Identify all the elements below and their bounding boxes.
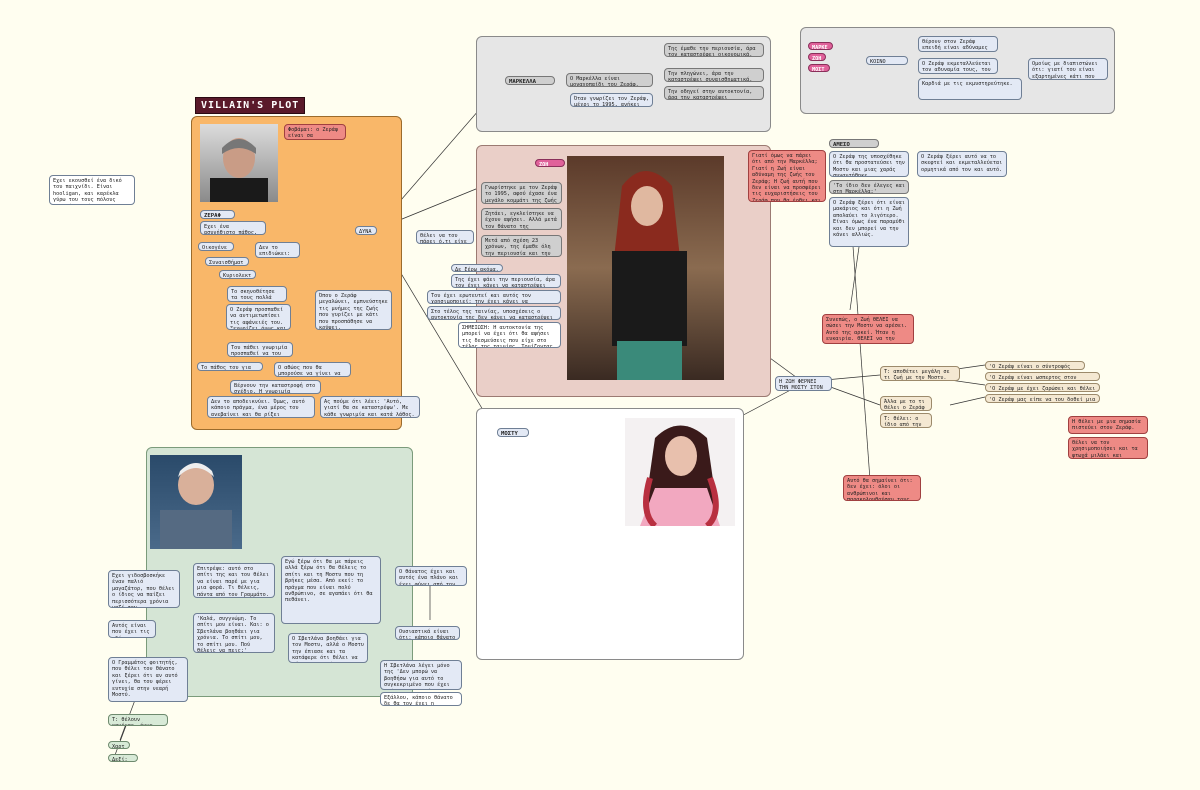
zoi-7: Του έχει ερωτευτεί και αυτός τον χρησιμο… [427,290,561,304]
old-10: Η Σβετλάνα λέγει μόνο της 'Δεν μπορώ να … [380,660,462,690]
marcella-label[interactable]: ΜΑΡΚΕΛΛΑ (~/60) [505,76,555,85]
old-6: Εγώ ξέρω ότι θα με πάρεις αλλά ξέρω ότι … [281,556,381,624]
mosty-7: Τ: θέλει: ο ίδιο από την Μοστυ. [880,413,932,428]
zeraf-f: Ο Ζεράφ προσπαθεί να αντιμετωπίσει τις α… [226,304,291,330]
zeraf-l: Δεν το αποδεικνύει. Όμως, αυτό κάποιο πρ… [207,396,315,418]
backstory-1: Γιατί όμως να πάρει ότι από την Μαρκέλλα… [748,150,826,202]
zoi-photo [567,156,724,380]
zoi-label[interactable]: ΖΩΗ (45) [535,159,565,167]
zeraf-m: Ας πούμε ότι λέει: 'Αυτό, γιατί θα σε κα… [320,396,420,418]
legend-common: ΚΟΙΝΟ ΣΤΟΙΧΕΙΟ [866,56,908,65]
mosty-3: 'Ο Ζεράφ είναι ωσπερτος στον κόσμο. Αν π… [985,372,1100,381]
old-11: Εξάλλου, κάποιο θάνατο δε θα τον έχει η … [380,692,462,706]
mosty-2: 'Ο Ζεράφ είναι ο σύντροφός μου.' [985,361,1085,370]
zeraf-e: Το σκηνοθέτησε τα τους πολλά που θα συνε… [227,286,287,302]
legend-zoi: ΖΩΗ [808,53,826,61]
mosty-8: Η θέλει με μια σημασία πιστεύει στον Ζερ… [1068,416,1148,434]
zeraf-photo [200,124,278,202]
zeraf-j: Ο αθώος που θα μπορούσε να γίνει να τον … [274,362,351,377]
legend-1: Θέρονν στον Ζεράφ επειδή είναι αδύναμες … [918,36,998,52]
old-1: Εχει γιδοσβοσκήκε έναν παλιό μαγαζάτορ, … [108,570,180,608]
zeraf-label[interactable]: ΖΕΡΑΦ (60) [200,210,235,219]
zeraf-family: Οικογένεια [198,242,234,251]
zeraf-desc: Εχει ένα ασυνήθιστο πάθος, και θέλει να … [200,221,266,235]
old-2: Αυτός είναι που έχει τις ιδέες και την α… [108,620,156,638]
zoi-5: Δε ξέρω ακόμα. [451,264,503,272]
marcella-5: Την οδηγεί στην αυτοκτονία, άρα την κατα… [664,86,764,100]
meet-node[interactable]: Η ΖΩΗ ΦΕΡΝΕΙ ΤΗΝ ΜΟΣΤΥ ΣΤΟΝ ΖΕΡΑΦ. [775,376,832,391]
backstory-3: Ο Ζεράφ ξέρει αυτό να το σκεφτεί και εκμ… [917,151,1007,177]
zoi-8: Στο τέλος της ταινίας, υποσχέσεις ο αυτο… [427,306,561,320]
page-title: VILLAIN'S PLOT [195,97,306,114]
old-14: Δεξί: Χαρτάκι [108,754,138,762]
marcella-3: Την πληγώνει, άρα την καταστρέφει συναισ… [664,68,764,82]
marcella-2: Της έμαθε την περιουσία, άρα τον καταστρ… [664,43,764,57]
zeraf-h: Του πάθει γνωριμία προσπαθεί να του κάνε… [227,342,293,357]
zoi-2: Ζητάει, εγκλείστηκε να έχουν αφήσει. Αλλ… [481,208,562,230]
old-9: Ουσιαστικά είναι ότι: κάποιο θάνατο δεν … [395,626,460,640]
legend-3: Καρδιά με τις εκμυστηρεύτηκε. [918,78,1022,100]
old-12: Τ: θέλουν κανένας, όμως, από εκείνους. [108,714,168,726]
zeraf-k: Βέρνουν την καταστροφή στο σχέδιο. Η γνω… [230,380,321,394]
legend-mosty: ΜΟΣΤΥ [808,64,830,72]
old-8: Ο θάνατος έχει και αυτός ένα πλάνο και έ… [395,566,467,586]
backstory-label[interactable]: ΑΜΕΣΟ BACKSTORY [829,139,879,148]
zeraf-i: Το πάθος του για τη ζωή. [197,362,263,371]
dynasty-node[interactable]: ΔΥΝΑΣΤΙΑ [355,226,377,235]
backstory-2: Ο Ζεράφ της υποσχέθηκε ότι θα προστατεύσ… [829,151,909,177]
old-13: Χαρτάκι [108,741,130,749]
backstory-6: Συνεπώς, ο Ζωή ΘΕΛΕΙ να σώσει την Μοστυ … [822,314,914,344]
mosty-label[interactable]: ΜΟΣΤΥ (30) [497,428,529,437]
mosty-6: 'Ο Ζεράφ μας είπε να του δοθεί μια κουβέ… [985,394,1100,403]
zeraf-b: Δεν το επιδιώκει: το διηγούμενο απανταίν… [255,242,300,258]
mosty-5: Άλλα με το τι θέλει ο Ζεράφ από την Μοστ… [880,396,932,411]
legend-marcella: ΜΑΡΚΕΛΛΑ [808,42,833,50]
mosty-9: Θέλει να τον χρησιμοποιήσει και τα φτωχά… [1068,437,1148,459]
old-man-photo [150,455,242,549]
backstory-4: 'Το ίδιο δεν έλεγες και στη Μαρκέλλα;' [829,180,909,194]
old-7: Ο Σβετλάνα βοηθάει για τον Μοστυ, αλλά ο… [288,633,368,663]
legend-2: Ο Ζεράφ εκμεταλλεύεται τον αδυναμία τους… [918,58,998,74]
zoi-3: Μετά από σχέση 23 χρόνων, της έμαθε όλη … [481,235,562,257]
note-left: Εχει εκουσθεί ένα δικό του παιχνίδι. Είν… [49,175,135,205]
zoi-4: Θέλει να του πάρει ό,τι είχε με πολύ βάρ… [416,230,474,244]
marcella-1: Ο Μαρκέλλα είναι μοναχοπαίδι του Ζεράφ. [566,73,653,87]
zoi-1: Γνωρίστηκε με τον Ζεράφ το 1995, αφού έχ… [481,182,562,204]
mosty-photo [625,418,735,526]
mosty-4: 'Ο Ζεράφ με έχει ζαρώσει και θέλει μια κ… [985,383,1100,392]
zoi-9: ΣΗΜΕΙΩΣΗ: Η αυτοκτονία της μπορεί να έχε… [458,322,561,348]
zoi-6: Της έχει φάει την περιουσία, άρα τον έχε… [451,274,561,288]
old-5: 'Καλά, συγγνώμη. Το σπίτι μου είναι. Και… [193,613,275,653]
zeraf-emotions: Συναισθήματα [205,257,249,266]
zeraf-fear-note: Φοβάμαι: ο Ζεράφ είναι σα βρικόλακας. [284,124,346,140]
legend-4: Ομοίως με διαπιστώνει ότι: γιατί του είν… [1028,58,1108,80]
mosty-10: Αυτό θα σημαίνει ότι: δεν έχει: όλοι οι … [843,475,921,501]
zeraf-literal: Κυριολεκτικά [219,270,256,279]
marcella-4: Όταν γνωρίζει τον Ζεράφ, μέχρι το 1995, … [570,93,653,107]
mosty-1: Τ: αποθέτει μεγάλη σε τι ζωή με την Μοστ… [880,366,960,381]
old-4: Επιτρέψε: αυτό στο σπίτι της και του θέλ… [193,563,275,598]
zeraf-g: Όπου ο Ζεράφ μεγαλώνει, εμπνεύστηκε τις … [315,290,392,330]
old-3: Ο Γραμμάτος φοιτητής, που θέλει τον Θάνα… [108,657,188,702]
backstory-5: Ο Ζεράφ ξέρει ότι είναι μακάριος και ότι… [829,197,909,247]
